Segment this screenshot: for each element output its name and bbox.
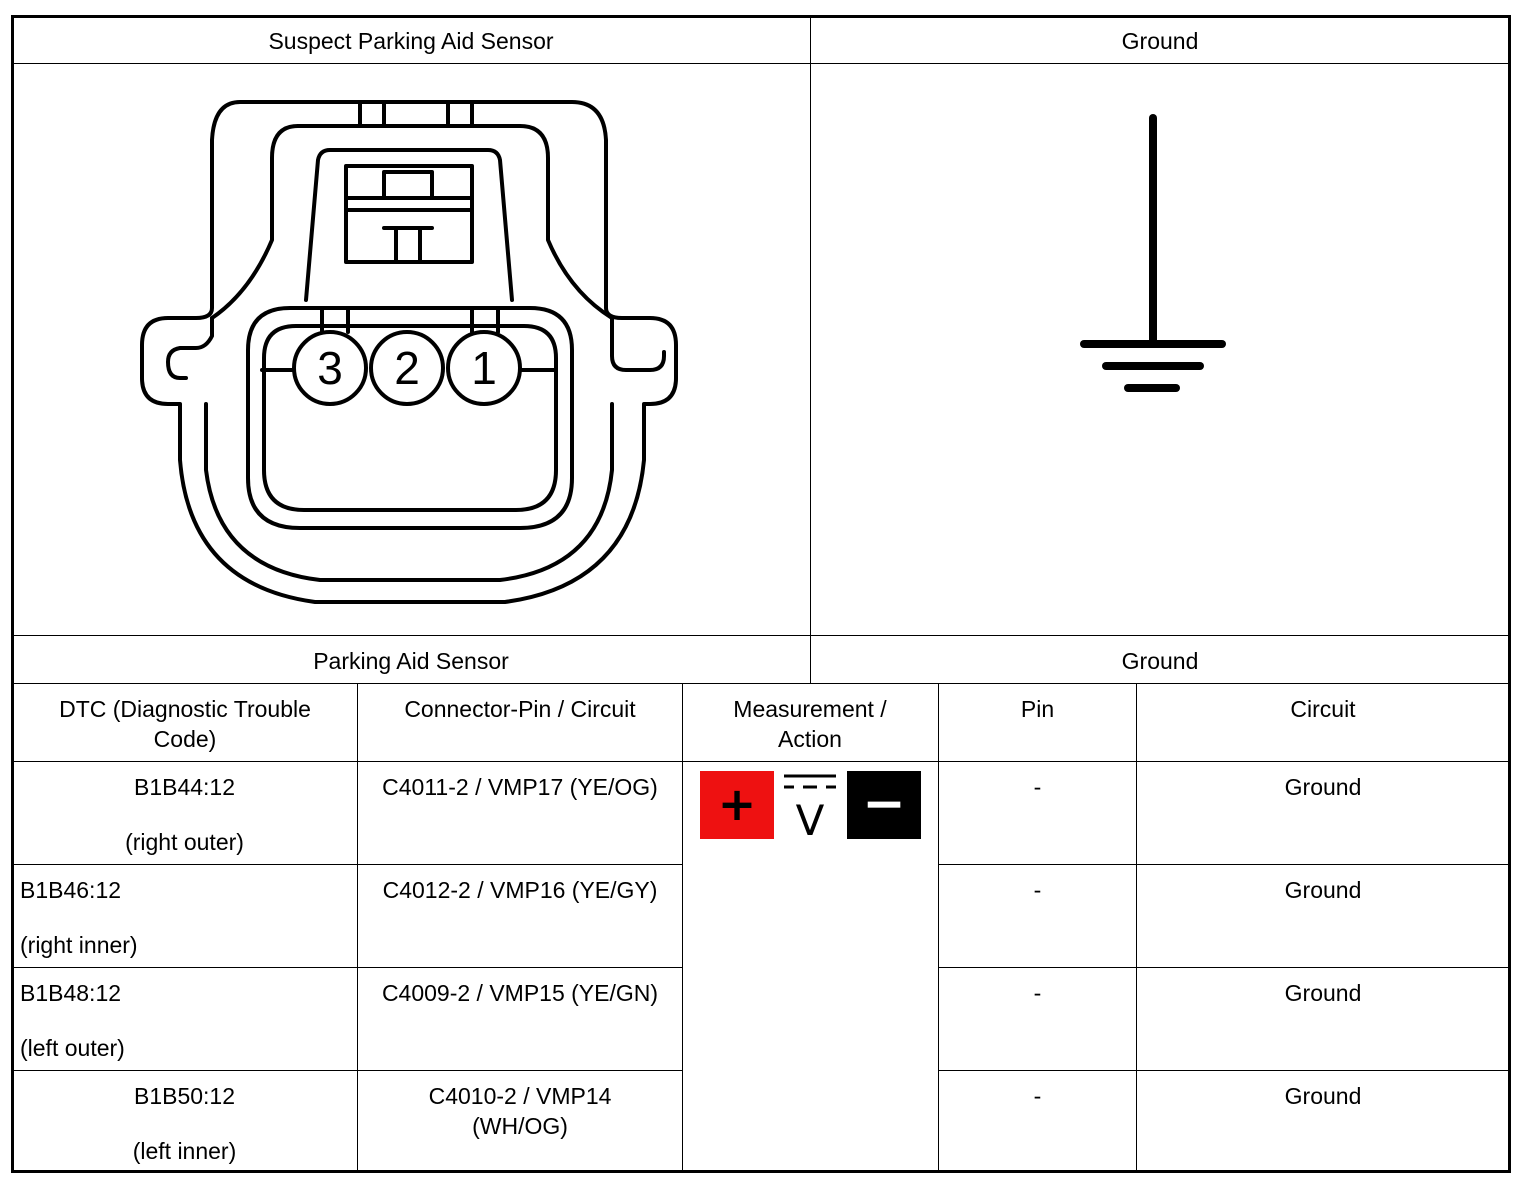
divider xyxy=(12,761,1509,762)
dtc-code: B1B48:12 xyxy=(20,980,122,1006)
column-header-connector: Connector-Pin / Circuit xyxy=(404,696,636,722)
negative-lead-icon xyxy=(847,771,921,839)
dtc-code: B1B44:12 xyxy=(133,774,236,800)
table-row-connector: C4009-2 / VMP15 (YE/GN) xyxy=(381,980,659,1006)
divider xyxy=(938,1070,1509,1071)
divider xyxy=(810,17,811,684)
table-row-circuit: Ground xyxy=(1284,774,1362,800)
divider xyxy=(12,683,1509,684)
header-right-title: Ground xyxy=(1121,28,1199,54)
table-row-dtc: B1B44:12 (right outer) xyxy=(12,772,357,857)
pin-1-circle xyxy=(446,330,522,406)
table-row-pin: - xyxy=(1033,774,1042,800)
pinpoint-test-table xyxy=(11,15,1511,1173)
negative-lead-symbol: − xyxy=(862,774,906,834)
column-header-dtc: DTC (Diagnostic Trouble Code) xyxy=(59,696,311,752)
divider xyxy=(1136,683,1137,1171)
divider xyxy=(682,683,683,1171)
table-row-connector: C4011-2 / VMP17 (YE/OG) xyxy=(382,774,658,800)
table-row-circuit: Ground xyxy=(1284,877,1362,903)
positive-lead-symbol: + xyxy=(718,777,757,831)
table-row-circuit: Ground xyxy=(1284,1083,1362,1109)
divider xyxy=(938,967,1509,968)
measurement-icons: + V − xyxy=(700,771,921,839)
divider xyxy=(12,635,1509,636)
voltmeter-icon: V xyxy=(784,774,836,839)
divider xyxy=(12,1070,683,1071)
table-row-circuit: Ground xyxy=(1284,980,1362,1006)
divider xyxy=(12,864,683,865)
divider xyxy=(357,683,358,1171)
dtc-code: B1B50:12 xyxy=(133,1083,236,1109)
table-row-pin: - xyxy=(1033,980,1042,1006)
connector-face-diagram: 3 2 1 xyxy=(140,100,678,604)
pin-1-label: 1 xyxy=(471,342,497,394)
ground-symbol-icon xyxy=(1080,114,1226,392)
divider xyxy=(938,864,1509,865)
header-left-title: Suspect Parking Aid Sensor xyxy=(268,28,554,54)
table-row-dtc: B1B46:12 (right inner) xyxy=(12,875,357,960)
dtc-code: B1B46:12 xyxy=(20,877,122,903)
positive-lead-icon xyxy=(700,771,774,839)
table-row-connector: C4010-2 / VMP14 (WH/OG) xyxy=(428,1083,612,1139)
divider xyxy=(12,967,683,968)
table-row-dtc: B1B48:12 (left outer) xyxy=(12,978,357,1063)
column-header-pin: Pin xyxy=(1020,696,1055,722)
divider xyxy=(12,63,1509,64)
divider xyxy=(938,683,939,1171)
pin-2-label: 2 xyxy=(394,342,420,394)
table-row-pin: - xyxy=(1033,877,1042,903)
dtc-location: (left outer) xyxy=(20,1035,125,1061)
dtc-location: (right inner) xyxy=(20,932,138,958)
dtc-location: (right outer) xyxy=(125,829,244,855)
caption-left: Parking Aid Sensor xyxy=(313,648,509,674)
table-row-pin: - xyxy=(1033,1083,1042,1109)
voltmeter-symbol: V xyxy=(796,796,825,839)
column-header-circuit: Circuit xyxy=(1290,696,1356,722)
table-row-connector: C4012-2 / VMP16 (YE/GY) xyxy=(382,877,658,903)
dtc-location: (left inner) xyxy=(132,1138,237,1164)
table-row-dtc: B1B50:12 (left inner) xyxy=(12,1081,357,1166)
column-header-measurement: Measurement / Action xyxy=(733,696,887,752)
caption-right: Ground xyxy=(1121,648,1199,674)
pin-2-circle xyxy=(369,330,445,406)
pin-3-label: 3 xyxy=(317,342,343,394)
pin-3-circle xyxy=(292,330,368,406)
